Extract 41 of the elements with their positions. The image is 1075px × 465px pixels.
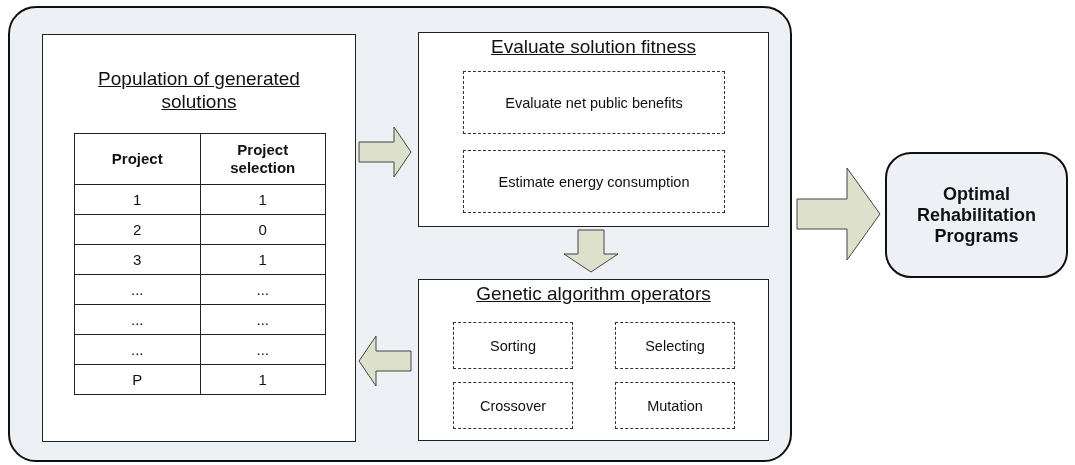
table-header-cell: Project selection <box>200 133 326 185</box>
panel-box <box>418 279 769 441</box>
table-cell: ... <box>200 274 326 305</box>
step-label: Mutation <box>647 396 703 415</box>
dashed-box <box>453 322 573 369</box>
table-cell: P <box>74 364 200 395</box>
step-label: Crossover <box>479 396 547 415</box>
dashed-box <box>615 322 735 369</box>
block-arrow <box>796 167 881 261</box>
table-cell: ... <box>200 334 326 365</box>
panel-box <box>418 32 769 227</box>
dashed-box <box>463 71 725 134</box>
step-label: Estimate energy consumption <box>498 172 690 191</box>
dashed-box <box>463 150 725 213</box>
table-cell: ... <box>74 334 200 365</box>
dashed-box <box>615 382 735 429</box>
table-cell: 1 <box>74 184 200 215</box>
table-cell: 2 <box>74 214 200 245</box>
dashed-box <box>453 382 573 429</box>
step-label: Selecting <box>645 336 705 355</box>
table-cell: ... <box>200 304 326 335</box>
table-cell: 1 <box>200 364 326 395</box>
container-box <box>8 6 792 462</box>
table-cell: 1 <box>200 244 326 275</box>
table-header-cell: Project <box>74 133 200 185</box>
terminal-box <box>885 152 1068 278</box>
terminal-label: Optimal Rehabilitation Programs <box>916 183 1037 247</box>
block-arrow <box>563 229 619 273</box>
step-label: Sorting <box>490 336 536 355</box>
table-cell: ... <box>74 274 200 305</box>
panel-heading: Population of generated solutions <box>97 67 301 113</box>
table-cell: 3 <box>74 244 200 275</box>
table-cell: 0 <box>200 214 326 245</box>
panel-box <box>42 34 356 442</box>
panel-heading: Genetic algorithm operators <box>476 282 711 305</box>
table-cell: ... <box>74 304 200 335</box>
block-arrow <box>358 335 412 387</box>
panel-heading: Evaluate solution fitness <box>491 35 696 58</box>
block-arrow <box>358 126 412 178</box>
step-label: Evaluate net public benefits <box>505 93 683 112</box>
table-cell: 1 <box>200 184 326 215</box>
